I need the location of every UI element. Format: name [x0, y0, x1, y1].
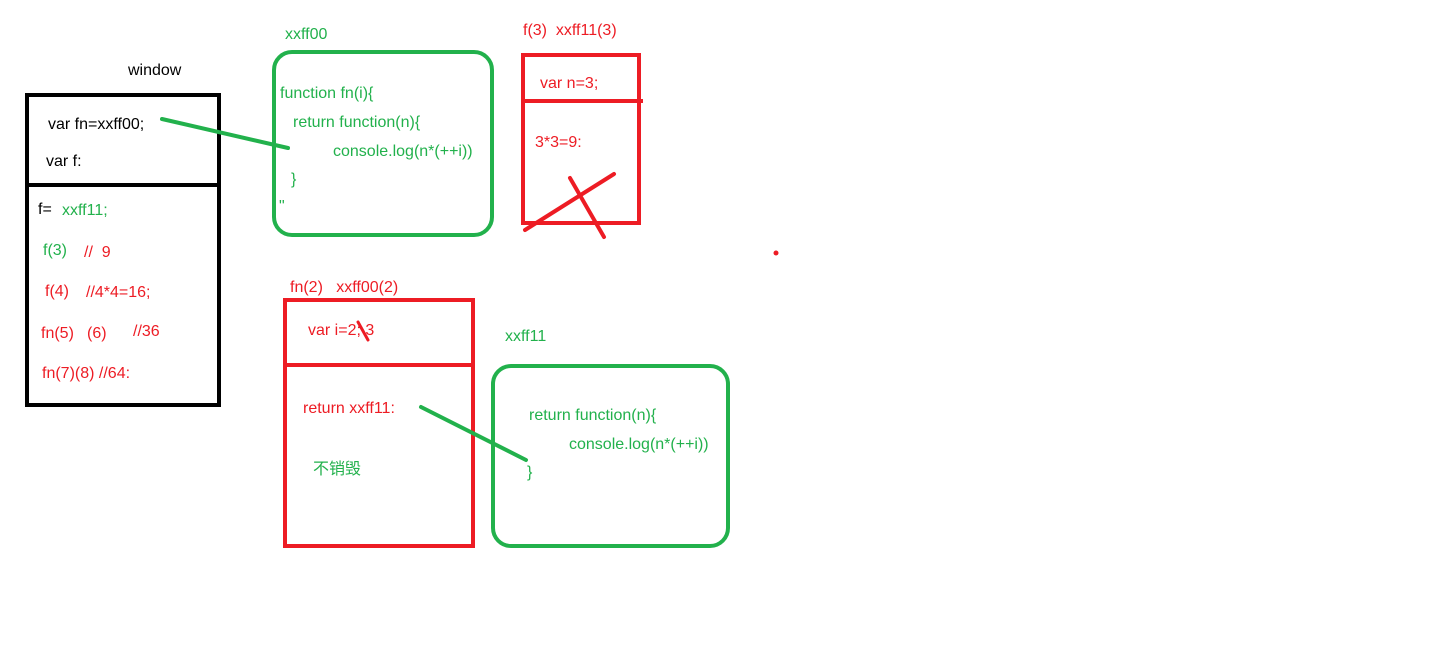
exec-fn2-label: fn(2) xxff00(2)	[290, 279, 399, 296]
exec-f3-result: 3*3=9:	[535, 134, 582, 151]
window-f-assign: f=	[38, 201, 52, 218]
strike-old-i-value	[356, 320, 370, 342]
exec-fn2-var-i: var i=2; 3	[308, 322, 375, 339]
window-f3-comment: // 9	[84, 244, 111, 261]
exec-f3-var-n: var n=3;	[540, 75, 599, 92]
heap-xxff11-code-line-2: console.log(n*(++i))	[569, 436, 709, 453]
exec-fn2-not-destroyed-note: 不销毁	[313, 461, 362, 478]
window-fn5-call: fn(5)	[41, 325, 74, 342]
heap-xxff00-code-line-3: console.log(n*(++i))	[333, 143, 473, 160]
heap-xxff11-code-line-3: }	[527, 464, 533, 481]
heap-xxff11-label: xxff11	[505, 328, 547, 345]
heap-xxff11-box	[491, 364, 730, 548]
reference-line-fn-to-xxff00	[160, 117, 290, 150]
reference-line-return-to-xxff11	[419, 405, 528, 462]
exec-fn2-box	[283, 298, 475, 548]
window-f-value: xxff11;	[62, 202, 108, 219]
exec-f3-label: f(3) xxff11(3)	[523, 22, 617, 39]
exec-fn2-return: return xxff11:	[303, 400, 395, 417]
window-fn5-comment: //36	[133, 323, 160, 340]
window-f4-comment: //4*4=16;	[86, 284, 151, 301]
heap-xxff00-code-line-2: return function(n){	[293, 114, 421, 131]
heap-xxff00-code-line-5: "	[279, 198, 285, 215]
window-f4-call: f(4)	[45, 283, 69, 300]
window-scope-box	[25, 93, 221, 407]
heap-xxff11-code-line-1: return function(n){	[529, 407, 657, 424]
exec-f3-box	[521, 53, 641, 225]
heap-xxff00-label: xxff00	[285, 26, 328, 43]
red-dot	[773, 250, 779, 256]
window-label: window	[128, 62, 182, 79]
window-fn7-call: fn(7)(8) //64:	[42, 365, 131, 382]
window-var-f: var f:	[46, 153, 82, 170]
window-f3-call: f(3)	[43, 242, 67, 259]
heap-xxff00-code-line-4: }	[291, 171, 297, 188]
destroyed-cross-stroke-1	[523, 172, 616, 232]
heap-xxff00-code-line-1: function fn(i){	[280, 85, 374, 102]
window-fn5-inner-call: (6)	[87, 325, 107, 342]
window-var-fn: var fn=xxff00;	[48, 116, 145, 133]
destroyed-cross-stroke-2	[568, 176, 606, 239]
